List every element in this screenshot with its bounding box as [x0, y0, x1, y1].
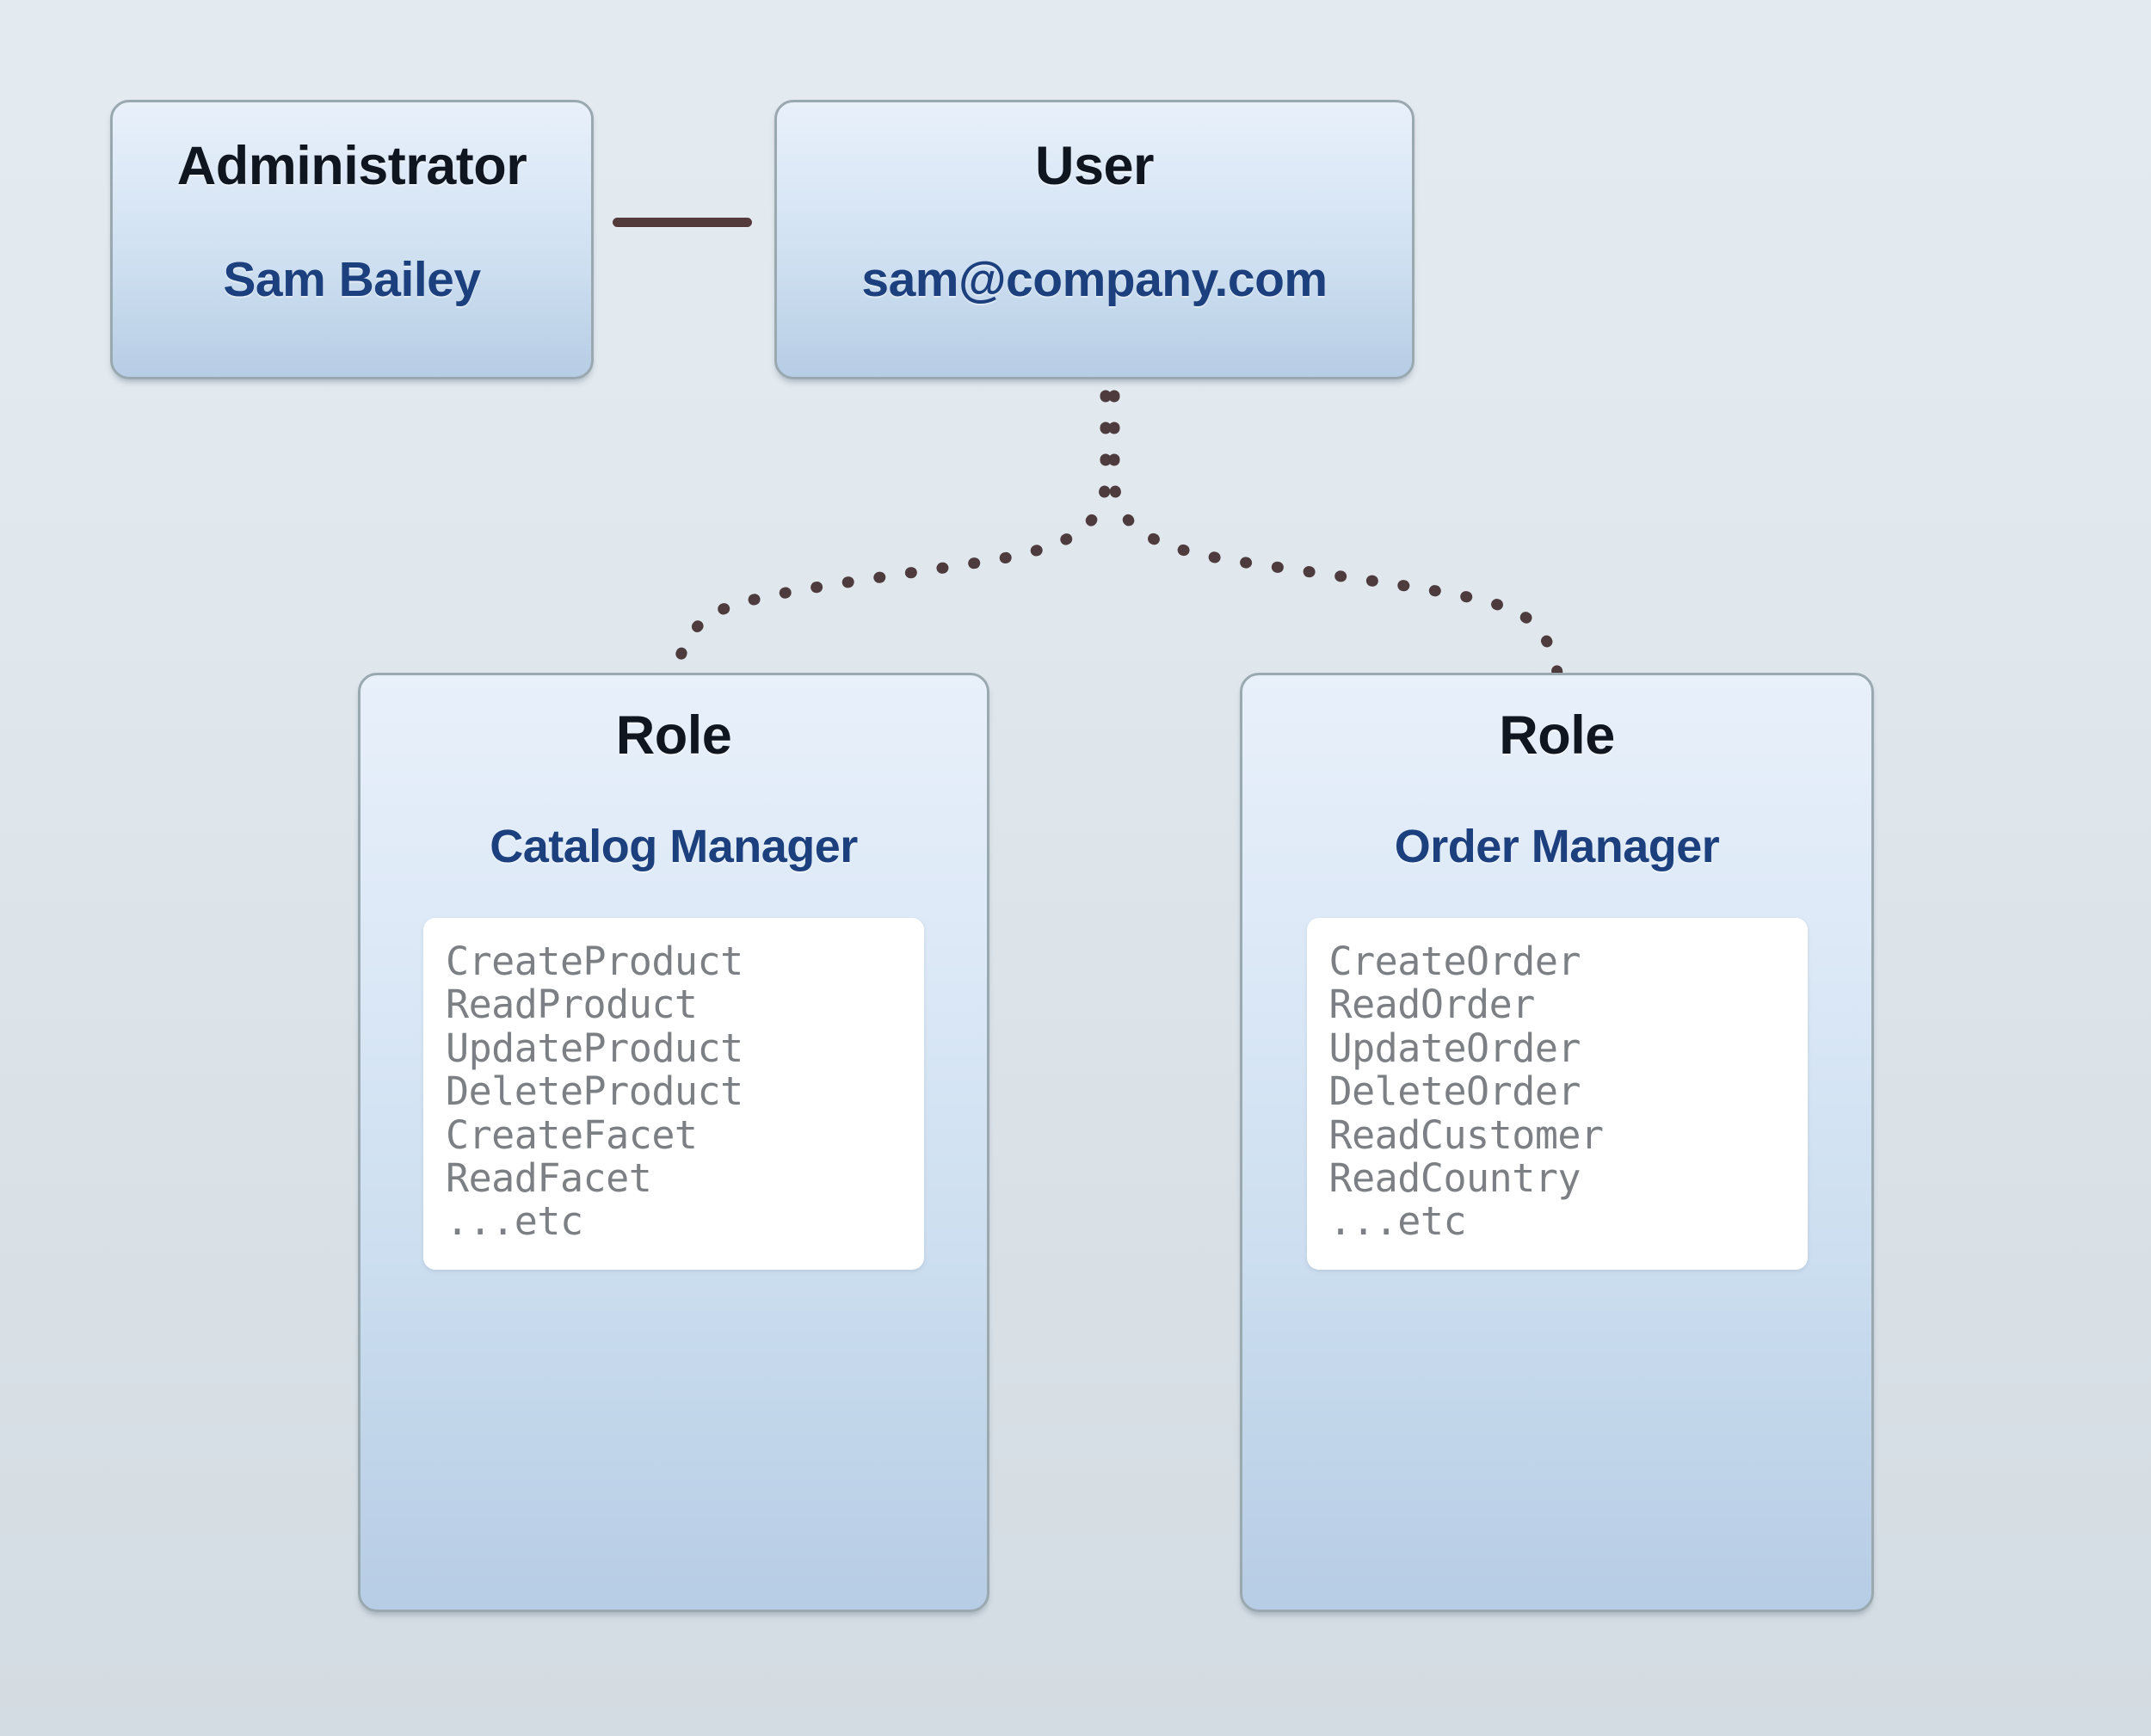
role-order-value-label: Order Manager — [1394, 821, 1720, 872]
permission-item: ReadCountry — [1328, 1154, 1581, 1201]
node-role-catalog-manager[interactable]: Role Catalog Manager CreateProduct ReadP… — [358, 673, 989, 1612]
permission-item: CreateFacet — [446, 1111, 698, 1158]
permission-item: ReadCustomer — [1328, 1111, 1605, 1158]
permission-item: ReadOrder — [1328, 982, 1536, 1028]
edge-administrator-to-user — [613, 218, 752, 227]
permission-item: DeleteOrder — [1328, 1068, 1581, 1115]
user-value-label: sam@company.com — [861, 252, 1328, 307]
permission-item: CreateOrder — [1328, 939, 1581, 984]
permission-item: ReadFacet — [446, 1154, 652, 1201]
role-order-type-label: Role — [1499, 705, 1615, 766]
node-user[interactable]: User sam@company.com — [774, 100, 1414, 379]
administrator-value-label: Sam Bailey — [223, 252, 481, 307]
administrator-type-label: Administrator — [176, 136, 527, 196]
node-role-order-manager[interactable]: Role Order Manager CreateOrder ReadOrder… — [1240, 673, 1874, 1612]
permission-item: CreateProduct — [446, 939, 743, 984]
permission-item: DeleteProduct — [446, 1068, 743, 1115]
role-catalog-type-label: Role — [615, 705, 732, 766]
role-catalog-permission-panel: CreateProduct ReadProduct UpdateProduct … — [423, 918, 924, 1270]
permission-item: ...etc — [446, 1198, 583, 1245]
permission-item: ReadProduct — [446, 982, 698, 1028]
node-administrator[interactable]: Administrator Sam Bailey — [110, 100, 594, 379]
permission-item: UpdateOrder — [1328, 1025, 1581, 1071]
role-order-permission-panel: CreateOrder ReadOrder UpdateOrder Delete… — [1306, 918, 1808, 1270]
role-catalog-value-label: Catalog Manager — [490, 821, 858, 872]
user-type-label: User — [1034, 136, 1155, 196]
permission-item: UpdateProduct — [446, 1025, 743, 1071]
edge-user-to-role-order — [1108, 390, 1563, 679]
edge-user-to-role-catalog — [670, 390, 1112, 679]
permission-item: ...etc — [1328, 1198, 1467, 1245]
